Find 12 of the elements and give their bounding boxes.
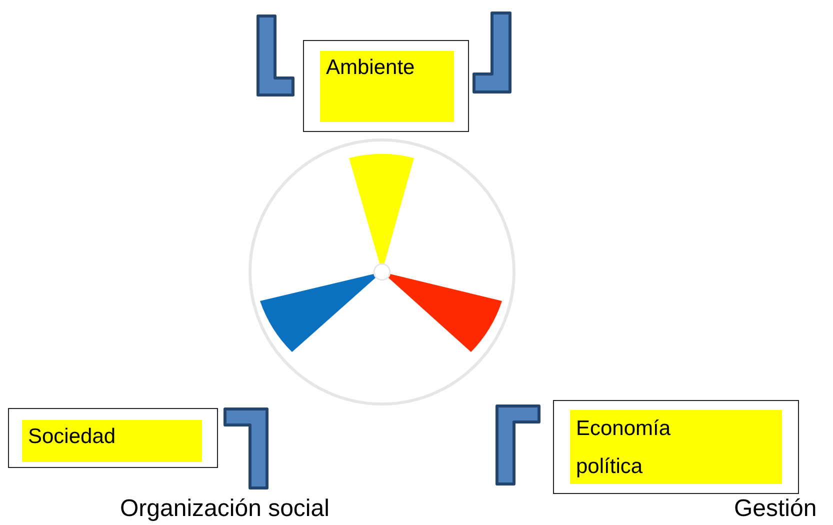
highlighted-label: Ambiente bbox=[320, 51, 454, 122]
bracket-shape bbox=[496, 404, 540, 486]
text-box bbox=[553, 400, 799, 494]
highlighted-label: Economía política bbox=[570, 410, 782, 484]
bracket-shape bbox=[256, 14, 294, 96]
bracket-shape bbox=[224, 408, 268, 490]
text-box bbox=[8, 408, 218, 468]
bracket-shape bbox=[472, 12, 512, 94]
caption-text: Gestión bbox=[734, 495, 817, 523]
text-box bbox=[303, 40, 469, 132]
highlighted-label: Sociedad bbox=[22, 420, 202, 462]
caption-text: Organización social bbox=[120, 495, 330, 523]
